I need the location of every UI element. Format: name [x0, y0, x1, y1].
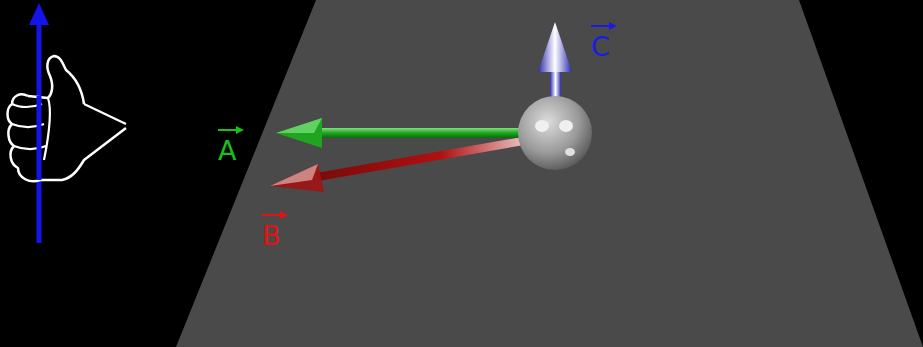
vector-a-arrow — [276, 118, 523, 148]
vector-label: A — [218, 137, 236, 164]
plane — [176, 0, 923, 347]
vector-c-arrow — [538, 22, 572, 102]
vector-label: C — [591, 33, 610, 60]
vector-b-arrow — [270, 137, 524, 192]
vector-label: B — [262, 222, 281, 249]
right-hand-icon — [8, 3, 127, 243]
vector-overarrows — [218, 22, 617, 219]
sphere — [518, 96, 592, 170]
